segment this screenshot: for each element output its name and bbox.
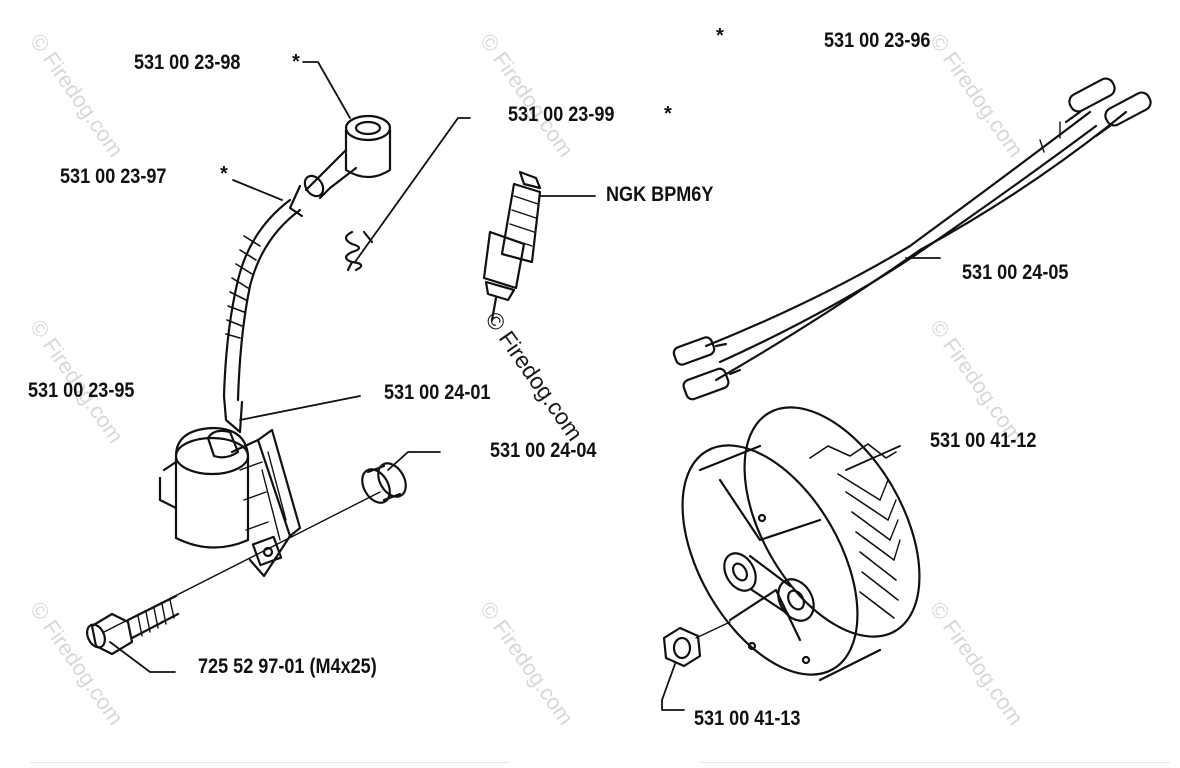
- leader-41-13: [661, 663, 685, 711]
- screw: [86, 491, 381, 656]
- asterisk-23-97: *: [220, 163, 228, 185]
- part-label-531-00-41-13: 531 00 41-13: [694, 707, 801, 730]
- cap-spring: [344, 230, 374, 272]
- flywheel: [681, 406, 921, 682]
- spark-plug: [482, 170, 542, 322]
- part-label-725-52-97-01: 725 52 97-01 (M4x25): [198, 655, 377, 678]
- leader-23-98: [302, 61, 351, 119]
- part-label-531-00-23-98: 531 00 23-98: [134, 51, 241, 74]
- part-label-531-00-23-95: 531 00 23-95: [28, 379, 135, 402]
- part-label-531-00-24-01: 531 00 24-01: [384, 381, 491, 404]
- part-label-ngk-bpm6y: NGK BPM6Y: [606, 183, 714, 206]
- leader-23-99: [354, 117, 471, 263]
- leader-24-04: [387, 451, 441, 471]
- asterisk-23-96: *: [716, 25, 724, 47]
- leader-23-97: [232, 179, 283, 201]
- ht-lead: [222, 198, 302, 434]
- leader-screw: [109, 641, 176, 673]
- asterisk-23-98: *: [292, 51, 300, 73]
- part-label-531-00-23-96: 531 00 23-96: [824, 29, 931, 52]
- part-label-531-00-41-12: 531 00 41-12: [930, 429, 1037, 452]
- footer-divider: [700, 762, 1170, 763]
- dual-lead: [672, 77, 1152, 401]
- part-label-531-00-23-99: 531 00 23-99: [508, 103, 615, 126]
- plug-cap: [288, 114, 392, 218]
- flywheel-nut: [662, 621, 731, 668]
- spacer: [361, 462, 407, 504]
- part-label-531-00-24-05: 531 00 24-05: [962, 261, 1069, 284]
- ignition-module: [158, 426, 302, 578]
- leader-lines: [109, 61, 941, 711]
- part-label-531-00-24-04: 531 00 24-04: [490, 439, 597, 462]
- asterisk-23-99: *: [664, 103, 672, 125]
- footer-divider: [30, 762, 510, 763]
- leader-24-01: [239, 395, 361, 421]
- part-label-531-00-23-97: 531 00 23-97: [60, 165, 167, 188]
